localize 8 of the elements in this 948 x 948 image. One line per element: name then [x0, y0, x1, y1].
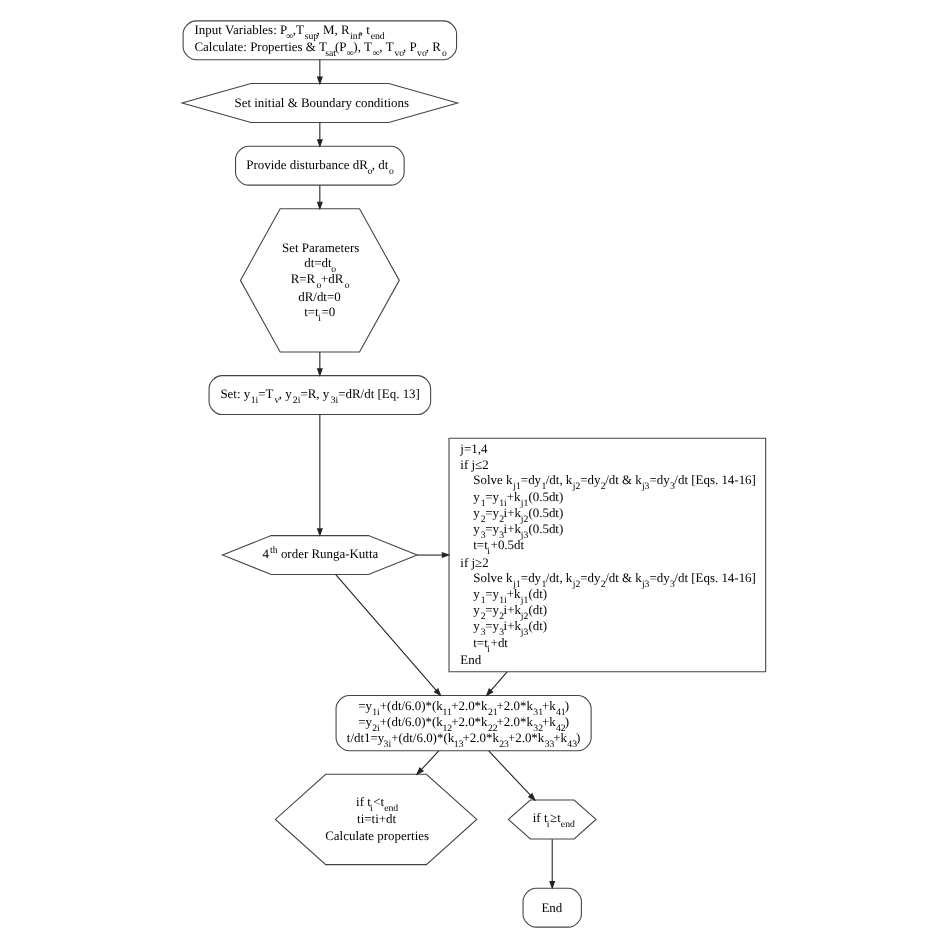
arrow — [416, 552, 451, 559]
arrow — [415, 750, 440, 776]
arrow — [488, 750, 536, 802]
arrow — [335, 574, 442, 697]
arrow — [485, 671, 508, 697]
arrow — [316, 414, 323, 537]
arrow — [549, 838, 556, 890]
arrow — [316, 184, 323, 211]
